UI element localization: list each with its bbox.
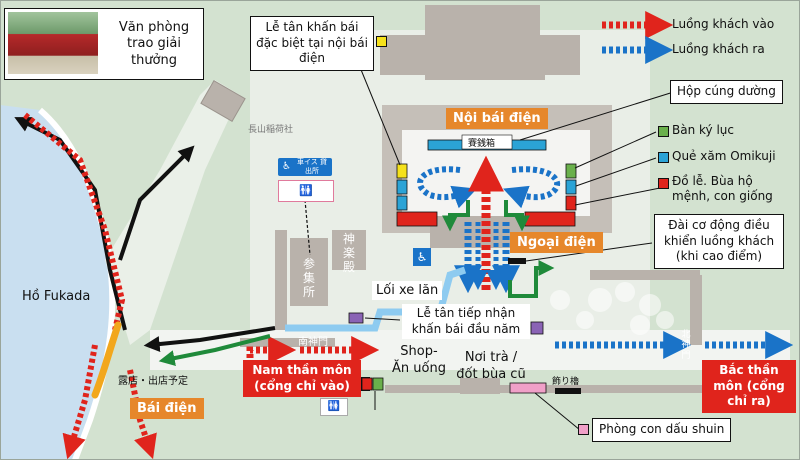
lake-fukada [0,105,113,460]
sanshujo-label: 参集所 [302,257,315,299]
saisenbako-label: 賽銭箱 [468,139,496,149]
newyear-reception-label: Lễ tân tiếp nhận khấn bái đầu năm [402,304,530,340]
green-exit-route [508,260,555,298]
ema-bar [555,388,581,394]
leader-donation [519,89,681,141]
tea-place-label: Nơi trà / đốt bùa cũ [456,350,526,382]
worship-hall-label: Bái điện [130,398,204,419]
omikuji-swatch [658,152,669,163]
leader-special [354,54,401,166]
nagayama-building [200,80,246,122]
saisenbako-label-bg [461,134,513,150]
record-swatch [658,126,669,137]
west-wall [275,230,287,330]
purple-marker-2 [530,321,544,335]
green-arrow-right [504,200,530,232]
leader-omikuji [575,157,657,187]
record-desk-label: Bàn ký lục [672,123,734,137]
honden-building [380,5,580,80]
legend-outbound-label: Luồng khách ra [672,42,765,56]
shop-swatch-green [372,377,384,391]
toilet-icon-south: 🚻 [320,398,348,416]
orange-barrier [91,321,122,399]
wheelchair-route-label: Lối xe lăn [372,281,443,300]
tea-shed [460,378,500,394]
black-route-north [118,145,195,261]
red-route-shore [23,112,126,331]
shop-swatch-red2 [361,377,373,391]
amulet-swatch [658,178,669,189]
leader-newyear [364,317,401,321]
east-wall [690,275,702,345]
north-wall [590,270,700,280]
shrine-photo [6,10,100,76]
legend-inbound-label: Luồng khách vào [672,17,775,31]
flow-platform-mark [508,258,526,264]
leader-rental [304,199,311,256]
minami-shinmon-label: 南神門 [298,337,328,348]
toilet-icon: 🚻 [278,180,334,202]
north-gate-label: Bắc thần môn (cổng chỉ ra) [702,360,796,413]
nagayama-label: 長山稲荷社 [248,125,294,135]
outer-hall-label: Ngoại điện [510,232,603,253]
wheelchair-rental-label: 車イス 貸出所 [296,158,327,175]
wheelchair-rental-icon: ♿ [282,161,291,172]
hall-counters [396,163,577,227]
black-route-west [143,326,276,353]
lake-label: Hồ Fukada [22,289,91,304]
leader-amulets [574,187,661,206]
award-office-label: Văn phòng trao giải thưởng [118,20,190,68]
inner-hall-label: Nội bái điện [446,108,548,129]
omikuji-label: Quẻ xăm Omikuji [672,149,776,163]
kaguraden-label: 神楽殿 [342,232,355,274]
road-west [105,80,240,345]
leader-record [574,131,657,169]
kaguraden-building [332,230,366,270]
donation-box-label: Hộp cúng dường [670,80,783,104]
ema-label: 飾り櫓 [552,377,580,387]
amulet-label: Đồ lễ. Bùa hộ mệnh, con giống [672,174,773,203]
blue-curl-right [503,166,561,209]
sanshujo-building [290,238,328,306]
special-reception-box: Lễ tân khấn bái đặc biệt tại nội bái điệ… [250,16,374,71]
shop-label: Shop- Ăn uống [392,344,446,376]
shuin-swatch [578,424,589,435]
stalls-label: 露店・出店予定 [118,376,188,387]
kita-shinmon-label: 北神門 [681,330,691,361]
wheelchair-rental-sign [278,158,332,176]
trees [550,282,674,335]
red-inbound-south [246,336,297,365]
shuin-room-label: Phòng con dấu shuin [592,418,732,442]
special-reception-swatch [376,36,387,47]
red-route-south-b [127,369,157,460]
purple-marker-1 [348,312,364,324]
flow-platform-box: Đài cơ động điều khiển luồng khách (khi … [654,214,784,269]
green-arrow-left [442,200,470,232]
shuin-counter [509,382,547,394]
shuin-leader [534,392,581,431]
green-route-west [158,334,271,366]
wheelchair-icon: ♿ [413,248,431,266]
south-gate-label: Nam thần môn (cổng chỉ vào) [243,360,361,398]
